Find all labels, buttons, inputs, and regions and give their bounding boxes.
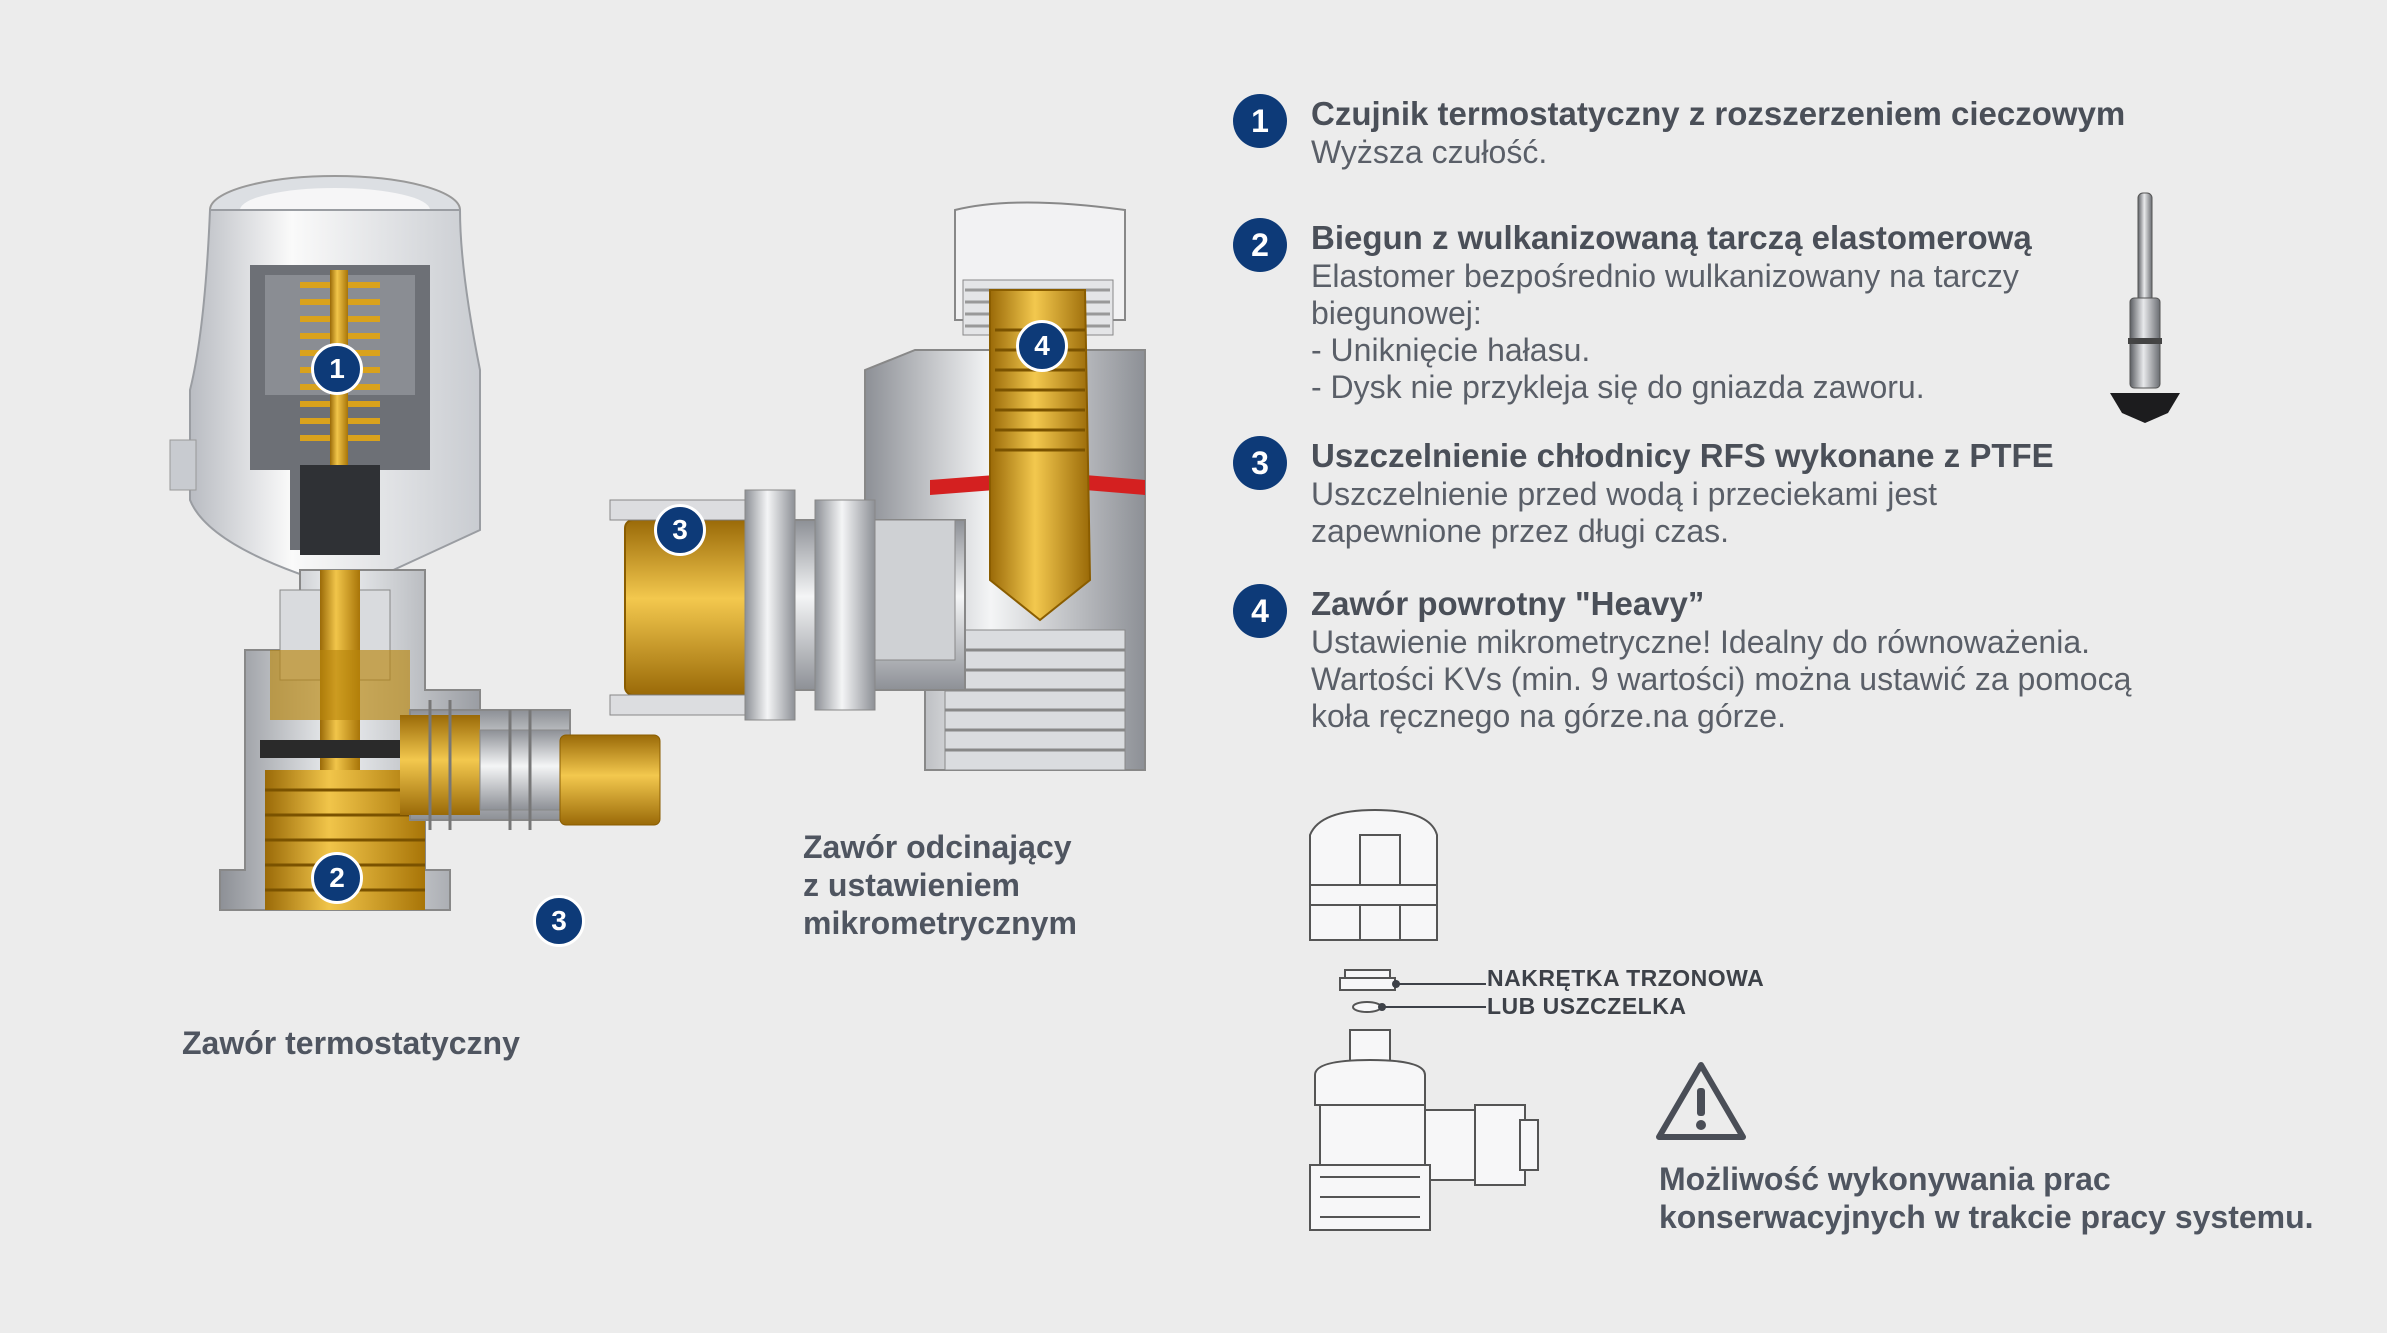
feature-desc-1: Wyższa czułość. — [1311, 134, 1548, 170]
feature-badge-3: 3 — [1233, 436, 1287, 490]
elastomer-pin-illustration — [2110, 192, 2180, 423]
callout-badge-1: 1 — [311, 343, 363, 395]
feature-badge-1: 1 — [1233, 94, 1287, 148]
feature-desc-2: Elastomer bezpośrednio wulkanizowany na … — [1311, 258, 2019, 405]
maintenance-exploded-illustration — [1309, 808, 1539, 1231]
label-seal: LUB USZCZELKA — [1487, 993, 1687, 1019]
warning-triangle-icon — [1656, 1062, 1746, 1140]
feature-title-2: Biegun z wulkanizowaną tarczą elastomero… — [1311, 219, 2032, 256]
label-stem-nut: NAKRĘTKA TRZONOWA — [1487, 965, 1765, 991]
feature-desc-3: Uszczelnienie przed wodą i przeciekami j… — [1311, 476, 1938, 549]
callout-badge-2: 2 — [311, 852, 363, 904]
feature-desc-4: Ustawienie mikrometryczne! Idealny do ró… — [1311, 624, 2132, 734]
shutoff-valve-illustration — [609, 201, 1146, 771]
feature-badge-2: 2 — [1233, 218, 1287, 272]
thermostatic-valve-caption: Zawór termostatyczny — [182, 1025, 520, 1061]
feature-title-1: Czujnik termostatyczny z rozszerzeniem c… — [1311, 95, 2126, 132]
shutoff-valve-caption: Zawór odcinający z ustawieniem mikrometr… — [803, 829, 1077, 941]
feature-title-3: Uszczelnienie chłodnicy RFS wykonane z P… — [1311, 437, 2054, 474]
callout-badge-3-shutoff: 3 — [654, 504, 706, 556]
callout-badge-3: 3 — [533, 895, 585, 947]
warning-text: Możliwość wykonywania prac konserwacyjny… — [1659, 1161, 2314, 1235]
callout-badge-4: 4 — [1016, 320, 1068, 372]
feature-badge-4: 4 — [1233, 584, 1287, 638]
thermostatic-valve-illustration — [169, 175, 661, 911]
feature-title-4: Zawór powrotny "Heavy” — [1311, 585, 1705, 622]
